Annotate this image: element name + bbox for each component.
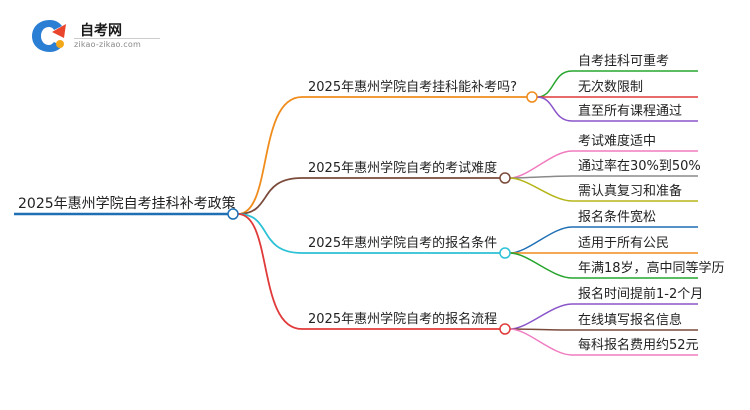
leaf-connector (509, 328, 573, 356)
branch-connector (237, 213, 303, 254)
branch-collapse-toggle[interactable] (499, 247, 511, 259)
leaf-node-label[interactable]: 在线填写报名信息 (578, 312, 682, 328)
branch-node-label[interactable]: 2025年惠州学院自考的报名流程 (308, 311, 497, 327)
leaf-node-label[interactable]: 年满18岁，高中同等学历 (578, 260, 725, 276)
leaf-connector (536, 96, 573, 122)
leaf-connector (509, 150, 573, 179)
leaf-connector (509, 303, 573, 330)
branch-connector (237, 96, 303, 215)
branch-collapse-toggle[interactable] (499, 323, 511, 335)
branch-connector (237, 213, 303, 330)
branch-node-label[interactable]: 2025年惠州学院自考挂科能补考吗? (308, 79, 517, 95)
logo-divider (74, 38, 160, 39)
leaf-node-label[interactable]: 每科报名费用约52元 (578, 337, 699, 353)
leaf-node-label[interactable]: 需认真复习和准备 (578, 183, 682, 199)
leaf-connector (509, 328, 573, 331)
logo-mark-icon (32, 20, 66, 52)
branch-node-label[interactable]: 2025年惠州学院自考的报名条件 (308, 235, 497, 251)
leaf-node-label[interactable]: 无次数限制 (578, 79, 643, 95)
leaf-node-label[interactable]: 考试难度适中 (578, 133, 656, 149)
logo-subtitle: zikao-zikao.com (74, 40, 141, 49)
leaf-node-label[interactable]: 报名时间提前1-2个月 (578, 286, 703, 302)
site-logo: 自考网 zikao-zikao.com (30, 18, 160, 54)
leaf-connector (536, 70, 573, 98)
leaf-node-label[interactable]: 自考挂科可重考 (578, 53, 669, 69)
branch-collapse-toggle[interactable] (526, 91, 538, 103)
leaf-connector (509, 252, 573, 279)
leaf-connector (509, 177, 573, 202)
branch-collapse-toggle[interactable] (499, 172, 511, 184)
branch-node-label[interactable]: 2025年惠州学院自考的考试难度 (308, 160, 497, 176)
logo-title: 自考网 (80, 23, 122, 39)
leaf-node-label[interactable]: 报名条件宽松 (578, 209, 656, 225)
leaf-node-label[interactable]: 适用于所有公民 (578, 236, 669, 251)
root-node-label[interactable]: 2025年惠州学院自考挂科补考政策 (18, 195, 236, 212)
leaf-connector (509, 226, 573, 254)
leaf-node-label[interactable]: 直至所有课程通过 (578, 104, 682, 119)
branch-connector (237, 177, 303, 215)
mindmap-links (237, 70, 573, 356)
root-collapse-toggle[interactable] (227, 208, 239, 220)
leaf-node-label[interactable]: 通过率在30%到50% (578, 158, 701, 174)
mindmap-nodes: 2025年惠州学院自考挂科补考政策 2025年惠州学院自考挂科能补考吗? 自考挂科可… (14, 53, 725, 356)
